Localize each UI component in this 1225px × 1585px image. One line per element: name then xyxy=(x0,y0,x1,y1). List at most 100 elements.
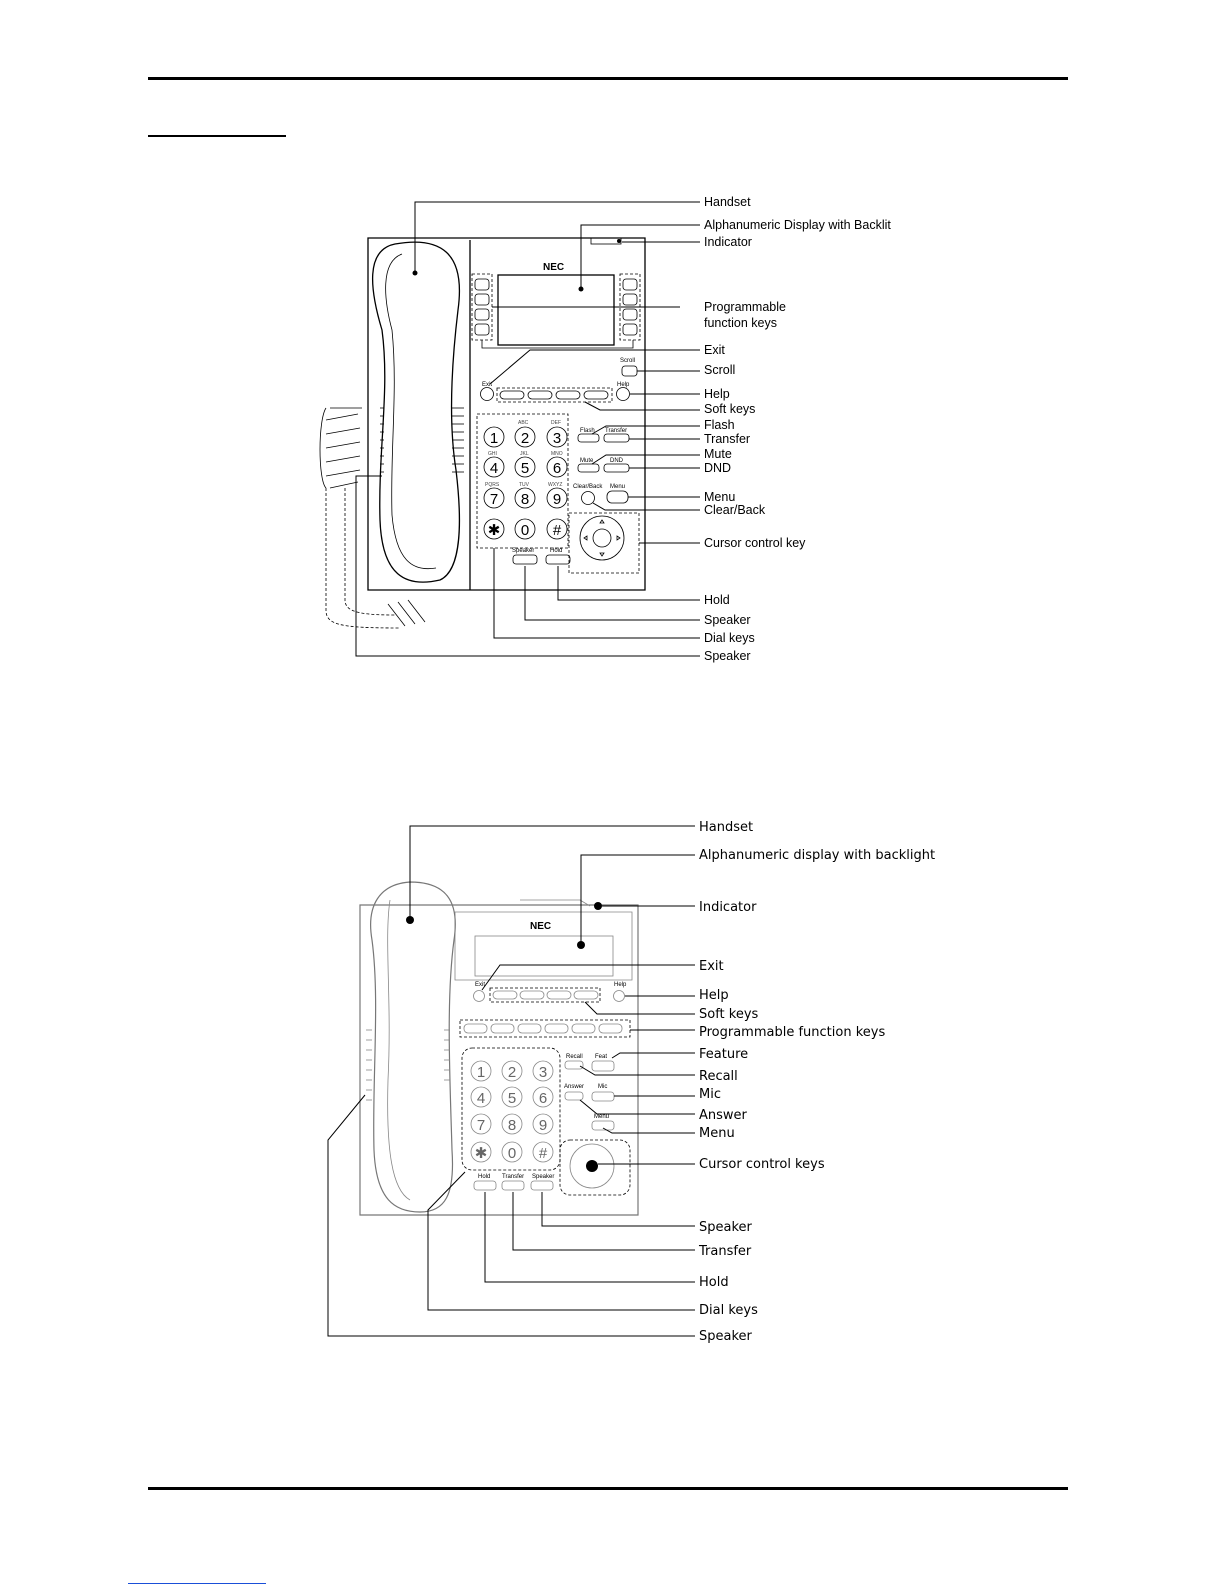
svg-text:Help: Help xyxy=(614,982,627,988)
svg-text:MNO: MNO xyxy=(551,451,563,457)
header-rule xyxy=(148,77,1068,80)
label-dnd: DND xyxy=(704,461,731,475)
phone-2-mic-key xyxy=(591,1091,615,1102)
label-2-help: Help xyxy=(699,988,729,1003)
svg-text:Menu: Menu xyxy=(594,1114,609,1120)
phone-2-prog-key xyxy=(571,1023,596,1034)
phone-2-prog-key xyxy=(544,1023,569,1034)
section-heading-underline xyxy=(148,135,286,137)
svg-text:Help: Help xyxy=(617,382,630,388)
svg-text:9: 9 xyxy=(539,1117,547,1134)
figure-1-leaders xyxy=(355,201,700,657)
figure-2-leaders xyxy=(327,825,695,1337)
label-2-speaker-key: Speaker xyxy=(699,1220,753,1235)
phone-1-soft-key xyxy=(499,390,525,400)
svg-text:Feat: Feat xyxy=(595,1054,607,1060)
phone-2-menu-key xyxy=(591,1120,615,1131)
svg-text:PQRS: PQRS xyxy=(485,482,500,488)
phone-1-soft-key xyxy=(555,390,581,400)
phone-1-exit-key xyxy=(480,387,494,401)
label-2-soft-keys: Soft keys xyxy=(699,1007,759,1022)
svg-text:9: 9 xyxy=(553,491,561,508)
label-2-indicator: Indicator xyxy=(699,900,757,915)
phone-1-soft-key xyxy=(527,390,553,400)
phone-1-prog-key xyxy=(622,308,638,321)
phone-1-display xyxy=(497,274,615,346)
svg-text:✱: ✱ xyxy=(475,1145,488,1162)
svg-text:Hold: Hold xyxy=(478,1174,490,1180)
label-transfer: Transfer xyxy=(704,432,750,446)
phone-1-menu-key xyxy=(606,490,629,504)
phone-1-brand-logo: NEC xyxy=(543,262,564,273)
svg-text:2: 2 xyxy=(508,1064,516,1081)
phone-1-prog-key xyxy=(474,293,490,306)
svg-text:Transfer: Transfer xyxy=(502,1174,524,1180)
phone-1-prog-key xyxy=(622,323,638,336)
phone-2-hold-key xyxy=(473,1180,497,1191)
phone-2-cursor-area xyxy=(559,1139,631,1196)
svg-text:1: 1 xyxy=(490,430,498,447)
label-function-keys: function keys xyxy=(704,316,777,330)
svg-text:Flash: Flash xyxy=(580,428,595,434)
svg-text:Mic: Mic xyxy=(598,1084,607,1090)
phone-1-prog-key xyxy=(622,293,638,306)
phone-1-dial-keys: ABC DEF 1 2 3 GHI JKL MNO 4 5 6 PQRS TUV… xyxy=(483,420,568,540)
label-scroll: Scroll xyxy=(704,363,735,377)
label-2-recall: Recall xyxy=(699,1069,738,1084)
svg-text:Speaker: Speaker xyxy=(512,548,534,554)
svg-text:Transfer: Transfer xyxy=(605,428,627,434)
phone-2-speaker-grille xyxy=(366,1029,450,1101)
label-2-cursor-control: Cursor control keys xyxy=(699,1157,825,1172)
svg-text:#: # xyxy=(553,522,562,539)
phone-1-help-key xyxy=(616,387,630,401)
phone-2-dial-pad-area xyxy=(461,1047,561,1171)
label-soft-keys: Soft keys xyxy=(704,402,755,416)
svg-text:DEF: DEF xyxy=(551,420,561,426)
label-2-mic: Mic xyxy=(699,1087,721,1102)
label-2-programmable: Programmable function keys xyxy=(699,1025,885,1040)
label-2-dial-keys: Dial keys xyxy=(699,1303,758,1318)
label-2-handset: Handset xyxy=(699,820,753,835)
phone-2-feature-key xyxy=(591,1060,615,1072)
svg-text:0: 0 xyxy=(521,522,529,539)
phone-2-soft-key xyxy=(492,990,518,1000)
figure-1-phone: NEC Scroll Exit Help ABC DEF xyxy=(319,195,891,663)
label-handset: Handset xyxy=(704,195,751,209)
figure-1-labels: Handset Alphanumeric Display with Backli… xyxy=(704,195,891,663)
label-2-transfer: Transfer xyxy=(698,1244,752,1259)
svg-text:7: 7 xyxy=(490,491,498,508)
svg-text:Recall: Recall xyxy=(566,1054,583,1060)
svg-text:4: 4 xyxy=(490,460,498,477)
figure-2-labels: Handset Alphanumeric display with backli… xyxy=(698,820,935,1344)
label-speaker-key: Speaker xyxy=(704,613,751,627)
phone-1-body xyxy=(367,237,646,591)
phone-1-handset xyxy=(371,241,461,583)
svg-text:Clear/Back: Clear/Back xyxy=(573,484,603,490)
phone-2-prog-key xyxy=(517,1023,542,1034)
phone-1-cursor-center xyxy=(592,528,612,548)
phone-2-exit-key xyxy=(473,990,485,1002)
figure-2-phone: NEC Exit Help 1 2 3 4 5 6 7 8 9 xyxy=(327,820,935,1344)
phone-2-cursor-ring xyxy=(569,1143,615,1189)
phone-1-cursor-ring xyxy=(579,515,625,561)
label-cursor-control: Cursor control key xyxy=(704,536,806,550)
phone-2-soft-key xyxy=(573,990,599,1000)
phone-2-soft-key xyxy=(519,990,545,1000)
label-help: Help xyxy=(704,387,730,401)
phone-1-prog-key xyxy=(474,278,490,291)
label-2-answer: Answer xyxy=(699,1108,748,1123)
phone-1-flash-key xyxy=(577,433,600,443)
svg-text:6: 6 xyxy=(539,1090,547,1107)
phone-1-prog-key xyxy=(474,308,490,321)
svg-text:Mute: Mute xyxy=(580,458,594,464)
label-speaker: Speaker xyxy=(704,649,751,663)
svg-text:JKL: JKL xyxy=(520,451,529,457)
svg-text:1: 1 xyxy=(477,1064,485,1081)
svg-text:Answer: Answer xyxy=(564,1084,584,1090)
svg-text:3: 3 xyxy=(553,430,561,447)
label-dial-keys: Dial keys xyxy=(704,631,755,645)
phone-1-speaker-key xyxy=(512,554,538,565)
phone-2-speaker-key xyxy=(530,1180,554,1191)
phone-1-speaker-grille-right xyxy=(452,407,464,473)
